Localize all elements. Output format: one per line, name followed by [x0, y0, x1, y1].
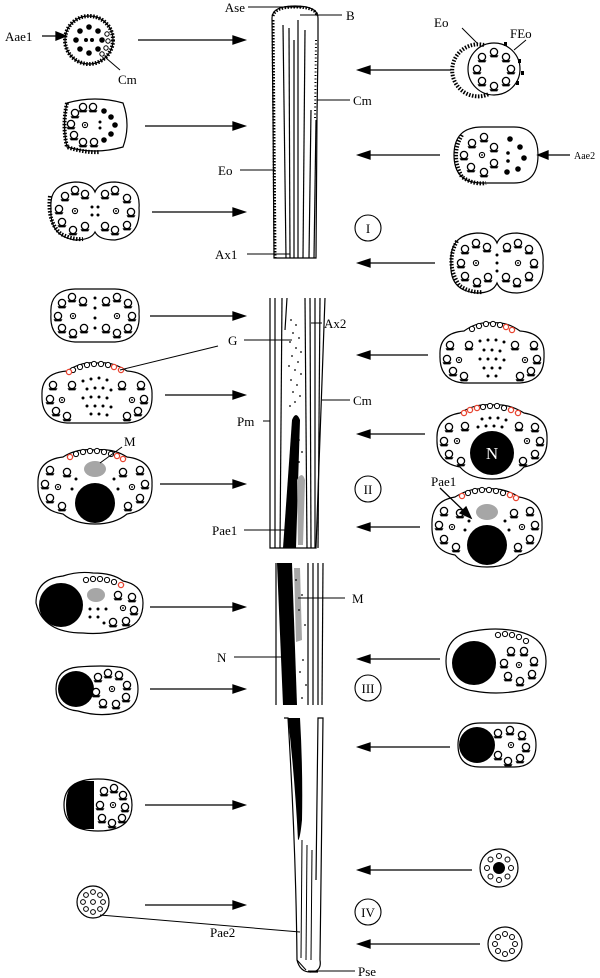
label-eo-left: Eo — [218, 163, 232, 178]
cross-section-left-8 — [55, 665, 139, 716]
zone-marker-1: I — [354, 214, 382, 242]
svg-text:III: III — [362, 681, 375, 696]
label-cm-right-1: Cm — [353, 93, 372, 108]
cross-section-right-2 — [453, 126, 539, 186]
cross-section-left-6 — [37, 447, 153, 525]
cross-section-left-4 — [50, 288, 140, 343]
flagellum-segment-end — [284, 717, 324, 973]
cross-section-left-7 — [35, 571, 144, 635]
labels: Ase B Aae1 Cm Eo FEo Cm Aae2 Eo Ax1 Ax2 … — [5, 0, 595, 978]
cross-section-right-1 — [450, 42, 524, 99]
label-b: B — [346, 8, 355, 23]
cross-section-right-6 — [431, 486, 543, 568]
label-aae2: Aae2 — [574, 151, 595, 162]
label-pae1-right: Pae1 — [431, 474, 456, 489]
cross-section-left-5 — [41, 360, 153, 424]
label-g: G — [228, 333, 237, 348]
zone-marker-2: II — [354, 475, 382, 503]
zone-marker-4: IV — [354, 898, 382, 926]
label-aae1: Aae1 — [5, 29, 32, 44]
svg-text:II: II — [364, 482, 373, 497]
label-m-flagellum: M — [352, 591, 364, 606]
label-pse: Pse — [358, 964, 376, 978]
label-pae2: Pae2 — [210, 925, 235, 940]
leader-lines — [99, 6, 527, 972]
label-feo: FEo — [510, 26, 532, 41]
cross-section-left-9 — [63, 778, 133, 832]
label-ax2: Ax2 — [324, 316, 346, 331]
cross-section-right-9 — [479, 848, 519, 888]
cross-section-right-8 — [457, 722, 537, 768]
cross-section-right-5: N — [436, 402, 548, 480]
label-pm: Pm — [237, 414, 254, 429]
cross-section-right-4 — [439, 320, 545, 384]
label-cm-right-2: Cm — [353, 393, 372, 408]
label-m-section: M — [124, 434, 136, 449]
cross-section-left-1 — [63, 14, 115, 66]
svg-text:I: I — [366, 221, 370, 236]
zone-marker-3: III — [354, 674, 382, 702]
label-pae1-left: Pae1 — [212, 523, 237, 538]
svg-text:IV: IV — [361, 905, 375, 920]
flagellum-segment-anterior — [271, 5, 319, 259]
flagellum-segment-middle — [269, 297, 326, 549]
label-eo-right: Eo — [434, 15, 448, 30]
label-n-flagellum: N — [217, 650, 227, 665]
cross-section-left-10 — [76, 885, 110, 919]
cross-section-right-7 — [445, 628, 547, 694]
cross-section-right-10 — [487, 926, 523, 962]
flagellum-segment-principal — [275, 562, 324, 706]
label-ase: Ase — [225, 0, 245, 15]
cross-section-left-3 — [47, 181, 140, 242]
cross-section-right-3 — [449, 232, 544, 295]
cross-section-left-2 — [62, 98, 128, 155]
label-cm-top-left: Cm — [118, 72, 137, 87]
nucleus-label: N — [486, 444, 498, 463]
section-arrows — [42, 31, 570, 949]
label-ax1: Ax1 — [215, 247, 237, 262]
